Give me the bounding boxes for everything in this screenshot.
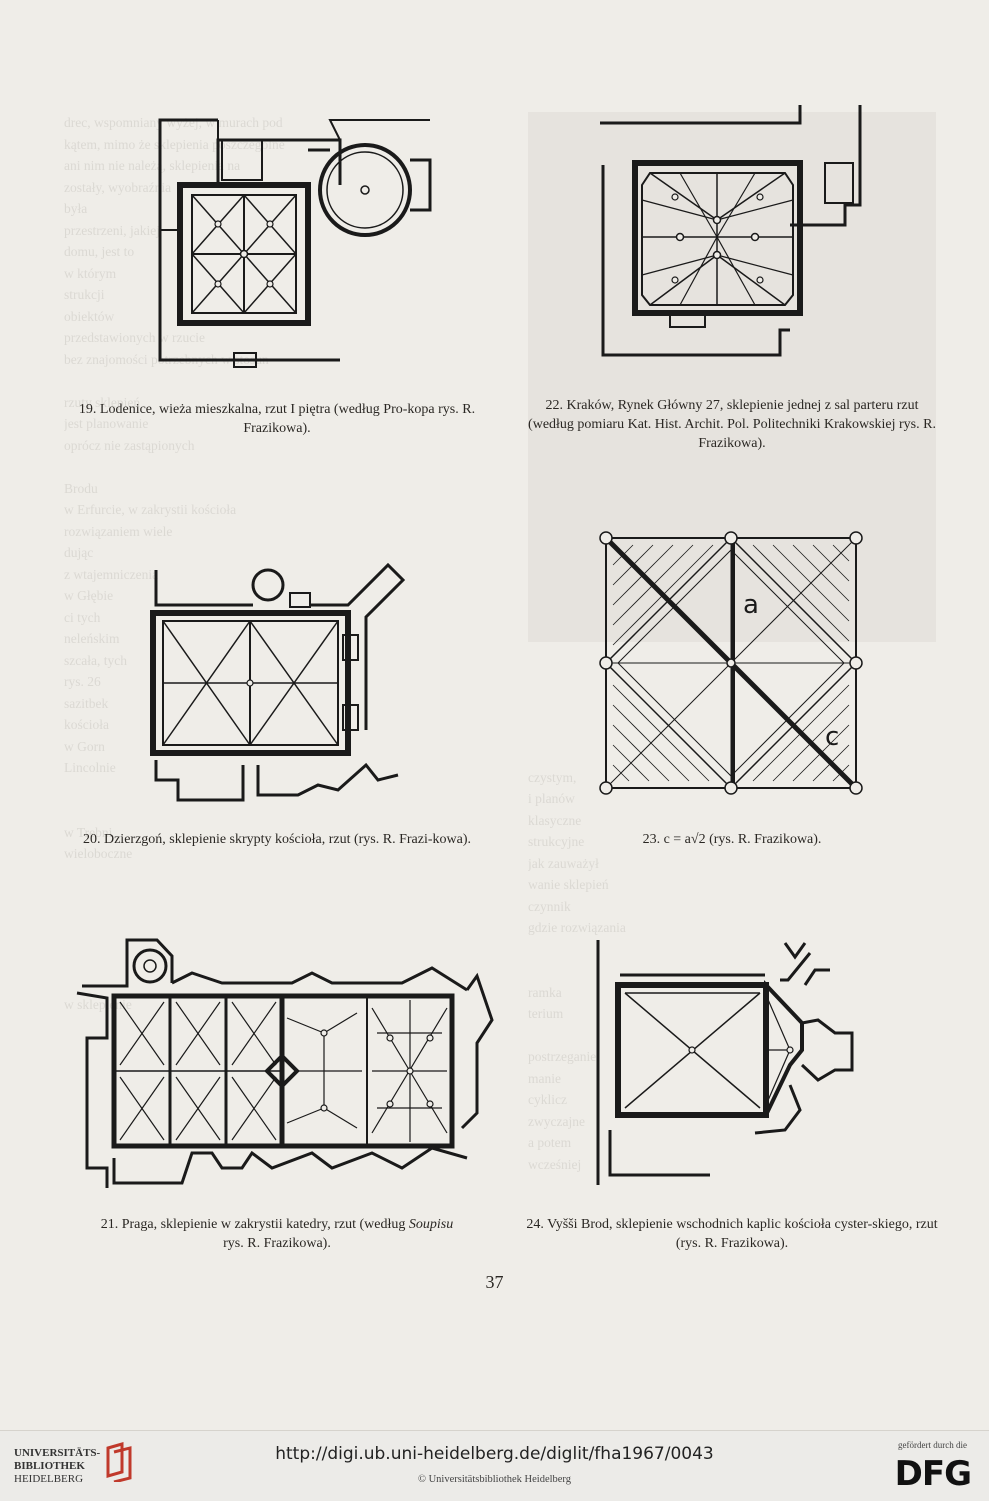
label-a: a [743, 590, 759, 620]
label-c: c [825, 722, 839, 752]
caption-fig-24: 24. Vyšši Brod, sklepienie wschodnich ka… [526, 1217, 938, 1251]
caption-fig-22: 22. Kraków, Rynek Główny 27, sklepienie … [528, 398, 936, 451]
figure-24-plan [590, 935, 890, 1205]
copyright-notice: © Universitätsbibliothek Heidelberg [417, 1474, 571, 1485]
permalink-url[interactable]: http://digi.ub.uni-heidelberg.de/diglit/… [275, 1444, 714, 1464]
figure-21-plan [72, 928, 497, 1208]
figure-22-plan [595, 105, 870, 363]
bleed-through-text-left: drec, wspomniany wyżej, w murach pod kąt… [64, 115, 285, 1012]
figure-20-plan [148, 555, 408, 805]
figure-23-diagram: a c [593, 525, 873, 805]
figure-19-plan [130, 110, 450, 400]
scanned-page: drec, wspomniany wyżej, w murach pod kąt… [0, 0, 989, 1430]
library-logo-icon [100, 1442, 136, 1487]
dfg-logo: DFG [894, 1454, 972, 1494]
library-name: UNIVERSITÄTS- BIBLIOTHEK HEIDELBERG [14, 1447, 101, 1485]
caption-fig-21: 21. Praga, sklepienie w zakrystii katedr… [100, 1217, 454, 1251]
page-number: 37 [485, 1272, 504, 1292]
bleed-through-text-right: czystym, i planów klasyczne strukcyjne j… [528, 769, 626, 1172]
viewer-footer [0, 1430, 989, 1501]
caption-fig-19: 19. Lodenice, wieża mieszkalna, rzut I p… [78, 402, 476, 436]
dfg-funded-label: gefördert durch die [898, 1440, 967, 1450]
caption-fig-20: 20. Dzierzgoń, sklepienie skrypty kościo… [82, 832, 471, 847]
caption-fig-23: 23. c = a√2 (rys. R. Frazikowa). [642, 832, 822, 847]
